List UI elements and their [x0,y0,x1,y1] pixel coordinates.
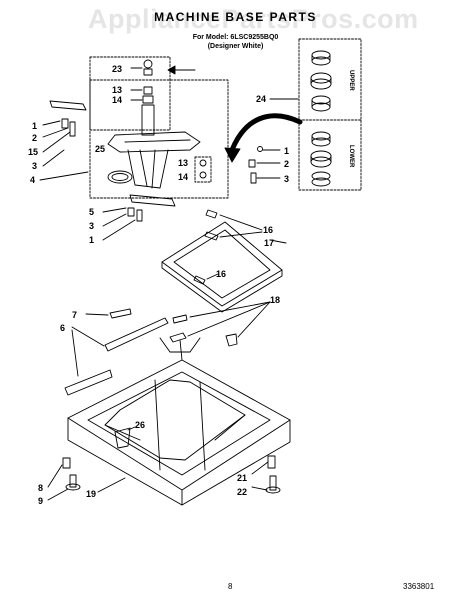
callout-15: 15 [28,147,38,157]
callout-16-bottom: 16 [216,269,226,279]
label-lower: LOWER [348,145,354,168]
callout-5: 5 [89,207,94,217]
machine-base-frame [67,337,291,506]
callout-14-right: 14 [178,172,188,182]
model-line: For Model: 6LSC9255BQ0 [192,34,279,41]
callout-1-lower: 1 [89,235,94,245]
callout-1-left: 1 [32,121,37,131]
callout-14-top: 14 [112,95,122,105]
callout-26: 26 [135,420,145,430]
label-upper: UPPER [348,70,354,91]
upper-bearings [310,50,332,112]
callout-7: 7 [72,310,77,320]
callout-22: 22 [237,487,247,497]
bearing-kit-box [298,38,362,191]
document-number: 3363801 [403,582,435,591]
callout-17: 17 [264,238,274,248]
callout-24: 24 [256,94,266,104]
callout-18: 18 [270,295,280,305]
left-hardware [42,100,87,167]
callout-2-right: 2 [284,159,289,169]
callout-3-right: 3 [284,174,289,184]
callout-9: 9 [38,496,43,506]
callout-8: 8 [38,483,43,493]
callout-3-lower: 3 [89,221,94,231]
part-17-ring [161,221,283,313]
pointer-arrow [167,65,176,75]
page-title: MACHINE BASE PARTS [154,10,317,24]
callout-23: 23 [112,64,122,74]
callout-13-right: 13 [178,158,188,168]
part-14 [142,95,154,104]
callout-16-top: 16 [263,225,273,235]
callout-13-top: 13 [112,85,122,95]
callout-25: 25 [95,144,105,154]
watermark: AppliancePartsPros.com [88,4,419,34]
model-variant: (Designer White) [207,43,264,50]
part-13 [143,86,153,95]
page-number: 8 [228,582,233,591]
transmission [107,104,201,189]
callout-2-left: 2 [32,133,37,143]
callout-4: 4 [30,175,35,185]
callout-1-right: 1 [284,146,289,156]
part-25 [107,170,133,184]
inset-box-main [89,79,229,199]
curved-arrow [229,113,303,153]
inset-box-top [89,56,171,131]
callout-19: 19 [86,489,96,499]
callout-6: 6 [60,323,65,333]
callout-21: 21 [237,473,247,483]
part-23 [143,59,153,69]
callout-3-left: 3 [32,161,37,171]
lower-bearings [310,131,332,187]
